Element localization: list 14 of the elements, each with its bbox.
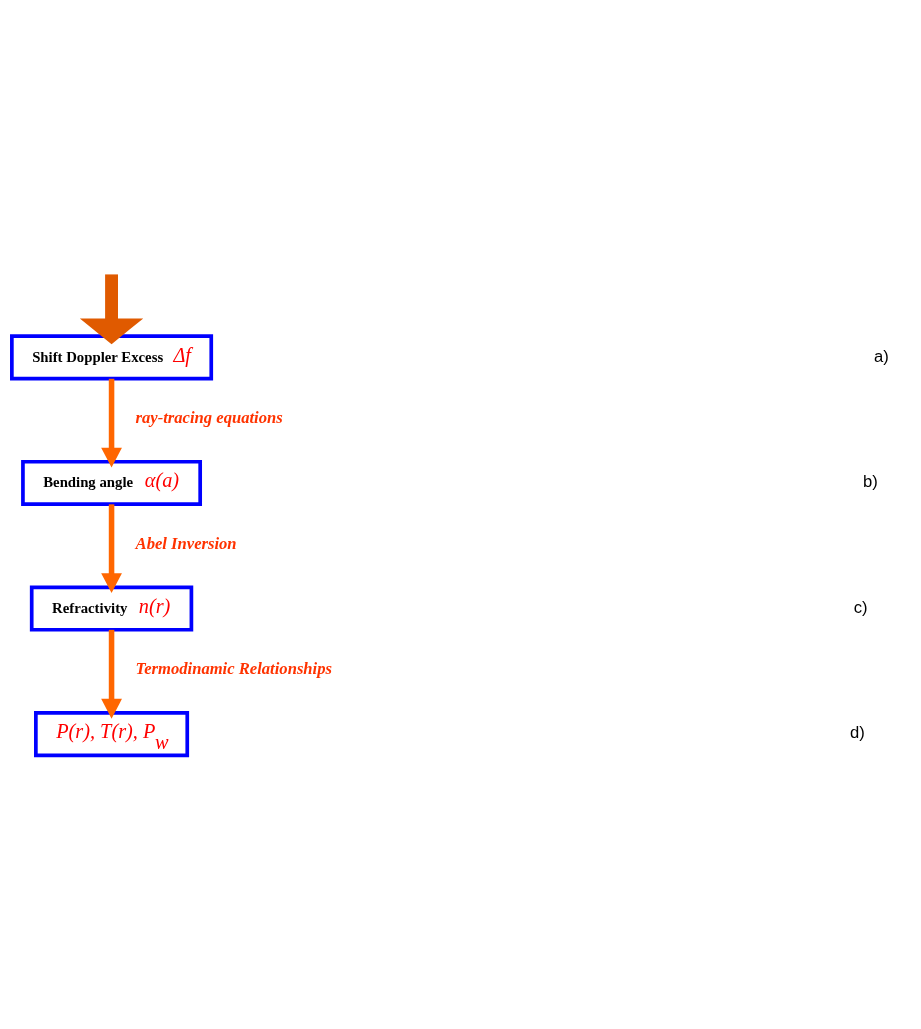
edge-label: ray-tracing equations bbox=[135, 408, 283, 428]
edge-label: Termodinamic Relationships bbox=[135, 659, 332, 679]
label: a) bbox=[874, 346, 889, 366]
label: b) bbox=[862, 472, 878, 492]
arrow bbox=[79, 274, 144, 345]
arrow bbox=[101, 378, 122, 468]
label: c) bbox=[853, 597, 868, 617]
label: d) bbox=[850, 723, 865, 743]
arrow bbox=[101, 629, 122, 719]
node-box: Shift Doppler Excess Δf bbox=[10, 334, 214, 381]
edge-label: Abel Inversion bbox=[135, 533, 237, 553]
arrow bbox=[101, 504, 122, 594]
node-box: Bending angle α(a) bbox=[21, 459, 203, 507]
node-box: Refractivity n(r) bbox=[29, 585, 194, 632]
